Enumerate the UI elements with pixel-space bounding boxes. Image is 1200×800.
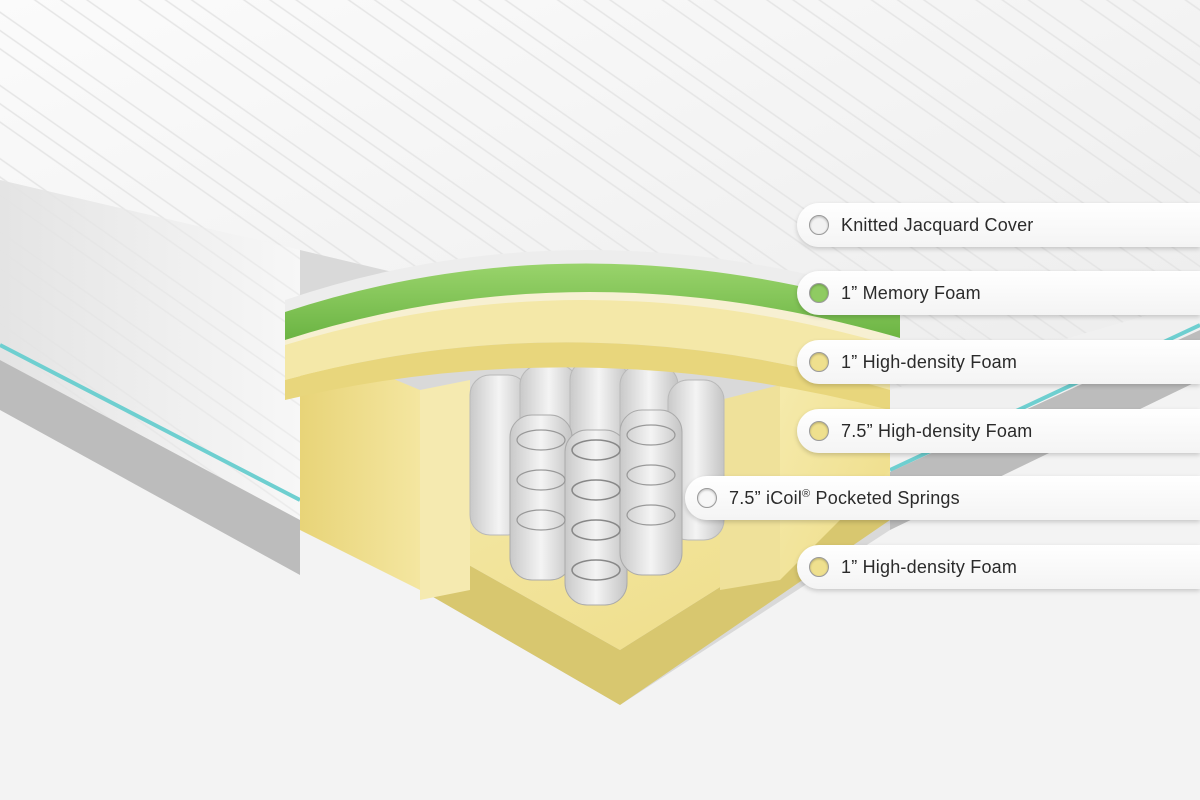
legend-swatch-springs — [697, 488, 717, 508]
left-grey-base-band — [0, 360, 300, 575]
legend-item-bottom-high-density: 1” High-density Foam — [797, 545, 1200, 589]
legend-swatch-top-high-density — [809, 352, 829, 372]
upper-high-density-foam-top — [285, 295, 890, 390]
legend-label-mid-high-density: 7.5” High-density Foam — [841, 420, 1033, 441]
pocketed-springs — [469, 359, 725, 606]
memory-foam-layer — [285, 262, 900, 340]
legend-label-springs: 7.5” iCoil® Pocketed Springs — [729, 487, 960, 508]
legend-label-top-high-density: 1” High-density Foam — [841, 351, 1018, 372]
left-foam-wall-face — [420, 380, 470, 600]
legend-swatch-memory-foam — [809, 283, 829, 303]
legend-label-cover: Knitted Jacquard Cover — [841, 214, 1034, 235]
legend-label-memory-foam: 1” Memory Foam — [841, 282, 981, 303]
legend-swatch-mid-high-density — [809, 421, 829, 441]
legend-item-mid-high-density: 7.5” High-density Foam — [797, 409, 1200, 453]
legend-item-springs: 7.5” iCoil® Pocketed Springs — [685, 476, 1200, 520]
legend-item-top-high-density: 1” High-density Foam — [797, 340, 1200, 384]
upper-high-density-foam-edge — [285, 342, 890, 410]
legend-item-cover: Knitted Jacquard Cover — [797, 203, 1200, 247]
left-foam-wall — [300, 340, 420, 590]
legend-label-bottom-high-density: 1” High-density Foam — [841, 556, 1018, 577]
legend-swatch-cover — [809, 215, 829, 235]
left-side-quilting — [0, 180, 300, 520]
legend-item-memory-foam: 1” Memory Foam — [797, 271, 1200, 315]
cover-cut-edge — [285, 250, 905, 312]
legend-swatch-bottom-high-density — [809, 557, 829, 577]
left-teal-stripe — [0, 343, 301, 502]
